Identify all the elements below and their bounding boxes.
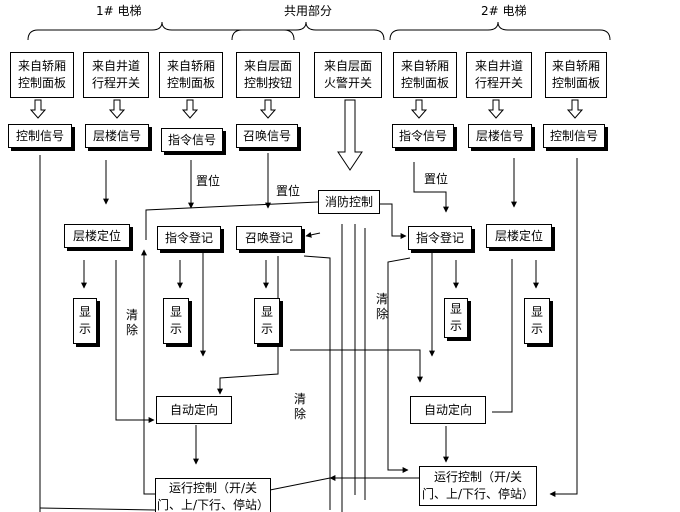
brace-shared: [231, 21, 385, 41]
source-e1-car-panel-a: 来自轿厢 控制面板: [10, 52, 74, 98]
header-shared: 共用部分: [284, 4, 333, 18]
call-register: 召唤登记: [236, 226, 302, 250]
label-set-3: 置位: [424, 172, 449, 186]
signal-e2-floor: 层楼信号: [468, 124, 532, 148]
signal-e1-command: 指令信号: [161, 128, 223, 152]
e1-auto-direction: 自动定向: [156, 396, 232, 424]
e1-run-control: 运行控制（开/关 门、上/下行、停站）: [155, 478, 271, 512]
e1-command-register: 指令登记: [157, 226, 221, 250]
signal-e2-command: 指令信号: [392, 124, 454, 148]
label-clear-3: 清 除: [294, 392, 307, 421]
display-2: 显 示: [163, 298, 189, 344]
e2-run-control: 运行控制（开/关 门、上/下行、停站）: [419, 466, 537, 506]
display-1: 显 示: [73, 298, 97, 344]
fire-control: 消防控制: [318, 190, 380, 214]
label-clear-2: 清 除: [376, 292, 389, 321]
display-3: 显 示: [254, 298, 280, 344]
signal-e1-control: 控制信号: [8, 124, 72, 148]
e2-command-register: 指令登记: [408, 226, 472, 250]
source-e1-car-panel-b: 来自轿厢 控制面板: [159, 52, 223, 98]
display-4: 显 示: [444, 298, 468, 338]
e2-floor-position: 层楼定位: [486, 224, 552, 248]
signal-e1-floor: 层楼信号: [85, 124, 149, 148]
source-e1-shaft-switch: 来自井道 行程开关: [83, 52, 149, 98]
header-elevator1: 1# 电梯: [96, 4, 142, 18]
label-set-2: 置位: [276, 184, 301, 198]
header-elevator2: 2# 电梯: [481, 4, 527, 18]
brace-elevator2: [389, 21, 611, 41]
signal-call: 召唤信号: [236, 124, 298, 148]
source-e2-shaft-switch: 来自井道 行程开关: [466, 52, 532, 98]
source-e2-car-panel-b: 来自轿厢 控制面板: [545, 52, 607, 98]
label-clear-1: 清 除: [126, 308, 139, 337]
e2-auto-direction: 自动定向: [410, 396, 486, 424]
signal-e2-control: 控制信号: [543, 124, 605, 148]
e1-floor-position: 层楼定位: [64, 224, 130, 248]
source-floor-button: 来自层面 控制按钮: [236, 52, 300, 98]
brace-elevator1: [27, 21, 295, 41]
display-5: 显 示: [524, 298, 550, 344]
hollow-arrows: [29, 99, 584, 171]
source-fire-switch: 来自层面 火警开关: [314, 52, 382, 98]
label-set-1: 置位: [196, 174, 221, 188]
source-e2-car-panel-a: 来自轿厢 控制面板: [393, 52, 457, 98]
